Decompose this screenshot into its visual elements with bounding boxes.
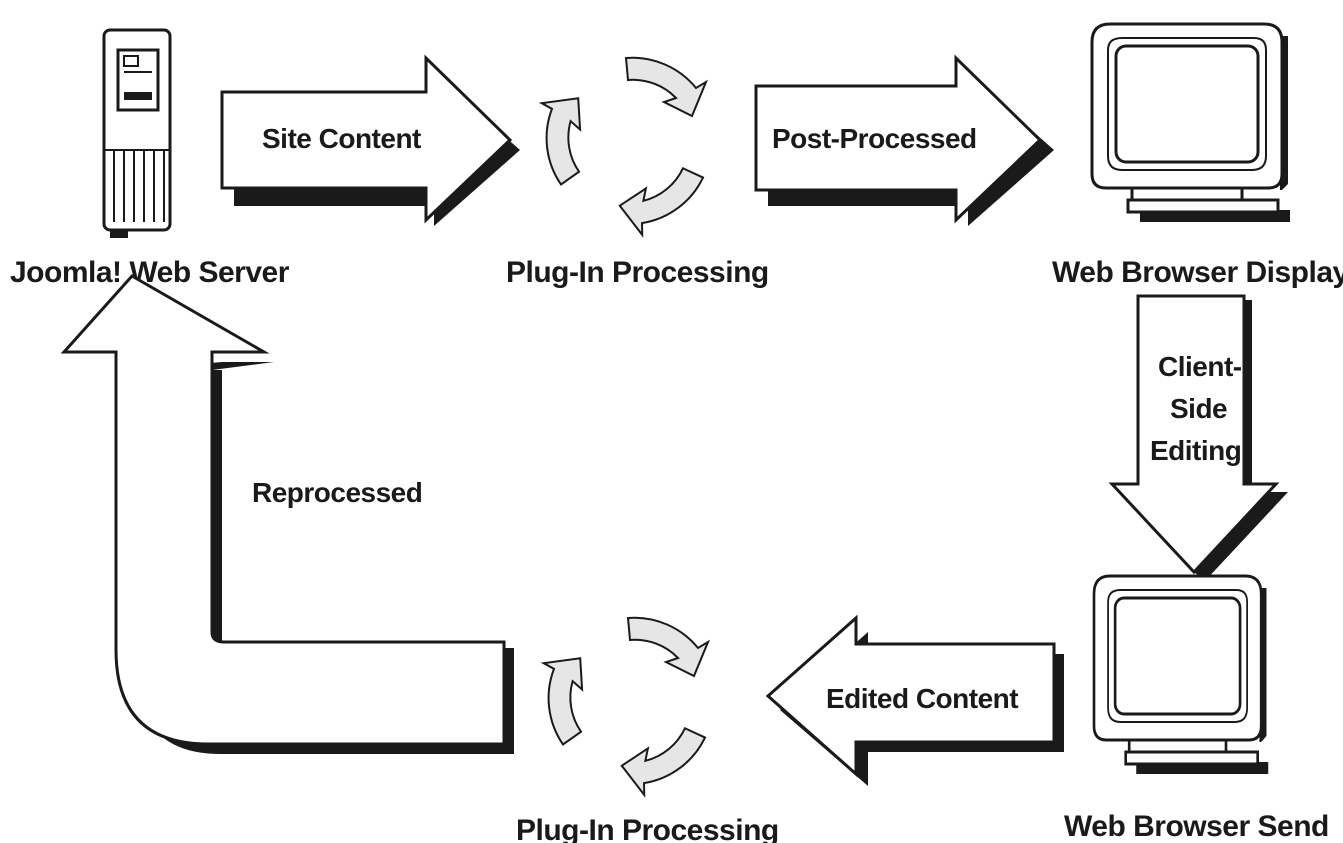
edited-content-label: Edited Content xyxy=(826,683,1018,714)
cycle-arrows-icon xyxy=(523,618,708,807)
browser-display-label: Web Browser Display xyxy=(1052,256,1343,289)
client-side-label-3: Editing xyxy=(1150,435,1241,466)
crt-monitor-icon xyxy=(1090,22,1292,224)
client-side-editing-arrow xyxy=(1108,294,1288,582)
crt-monitor-icon xyxy=(1092,574,1270,776)
site-content-label: Site Content xyxy=(262,123,421,154)
post-processed-arrow xyxy=(754,54,1054,226)
server-tower-icon xyxy=(102,28,172,238)
server-label: Joomla! Web Server xyxy=(10,256,290,289)
reprocessed-arrow xyxy=(60,274,514,754)
client-side-label-1: Client- xyxy=(1158,351,1242,382)
plugin-bottom-label: Plug-In Processing xyxy=(516,814,779,843)
reprocessed-label: Reprocessed xyxy=(252,477,422,508)
plugin-top-label: Plug-In Processing xyxy=(506,256,769,289)
cycle-arrows-icon xyxy=(521,58,706,247)
client-side-label-2: Side xyxy=(1170,393,1227,424)
edited-content-arrow xyxy=(765,614,1064,786)
browser-send-label: Web Browser Send xyxy=(1064,810,1329,843)
post-processed-label: Post-Processed xyxy=(772,123,977,154)
site-content-arrow xyxy=(220,54,520,226)
